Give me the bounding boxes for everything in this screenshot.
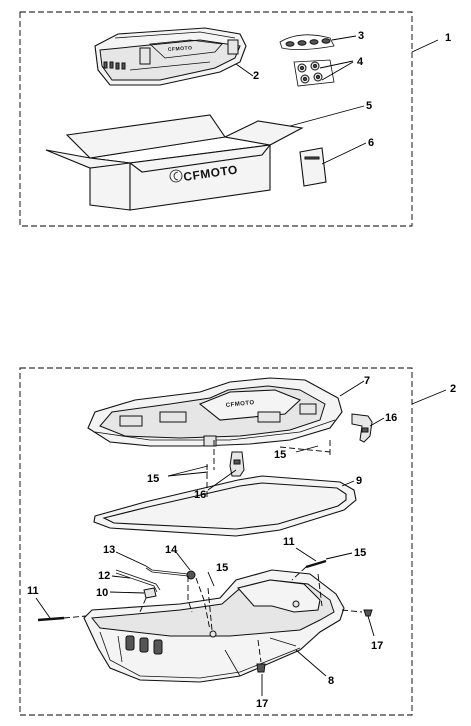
screw-bottom-illustration <box>256 663 266 673</box>
callout-10: 10 <box>96 587 108 599</box>
callout-5: 5 <box>366 100 372 112</box>
screw-right-illustration <box>363 609 373 617</box>
callout-6: 6 <box>368 137 374 149</box>
callout-2-bottom: 2 <box>450 383 456 395</box>
callout-16-right: 16 <box>385 412 397 424</box>
carton-box-illustration: CFMOTO <box>45 114 304 211</box>
callout-17-right: 17 <box>371 640 383 652</box>
callout-9: 9 <box>356 475 362 487</box>
svg-text:CFMOTO: CFMOTO <box>168 45 193 53</box>
callout-8: 8 <box>328 675 334 687</box>
strap-illustration <box>145 565 189 577</box>
assembly-1-group: CFMOTO <box>19 11 451 227</box>
manual-illustration <box>299 147 327 187</box>
callout-14: 14 <box>165 544 178 556</box>
callout-15-right: 15 <box>274 449 286 461</box>
callout-15-low: 15 <box>216 562 228 574</box>
callout-7: 7 <box>364 375 370 387</box>
svg-text:CFMOTO: CFMOTO <box>226 400 255 409</box>
assembly-1-frame <box>19 11 413 227</box>
callout-3: 3 <box>358 30 364 42</box>
callout-4: 4 <box>357 56 364 68</box>
trunk-illustration-top: CFMOTO <box>94 27 247 86</box>
plug-set-illustration <box>279 34 335 50</box>
trunk-lid-illustration: CFMOTO <box>87 377 343 447</box>
callout-2-top: 2 <box>253 70 259 82</box>
callout-11-left: 11 <box>27 585 39 597</box>
rod-right-illustration <box>305 559 327 569</box>
callout-15-left: 15 <box>147 473 159 485</box>
trunk-base-illustration <box>83 569 345 683</box>
callout-1: 1 <box>445 32 451 44</box>
assembly-2-group: CFMOTO <box>19 367 456 716</box>
seal-gasket-illustration <box>93 475 357 537</box>
callout-12: 12 <box>98 570 110 582</box>
latch-right-illustration <box>351 413 373 443</box>
clip-illustration <box>143 587 157 599</box>
callout-17-bottom: 17 <box>256 698 268 710</box>
callout-16-left: 16 <box>194 489 206 501</box>
callout-15-mid: 15 <box>354 547 366 559</box>
rod-left-illustration <box>37 616 65 622</box>
callout-13: 13 <box>103 544 115 556</box>
bracket-illustration <box>115 569 161 593</box>
callout-11-right: 11 <box>283 536 295 548</box>
latch-left-illustration <box>229 451 245 477</box>
nut-illustration <box>186 570 196 580</box>
fastener-set-illustration <box>293 59 335 87</box>
